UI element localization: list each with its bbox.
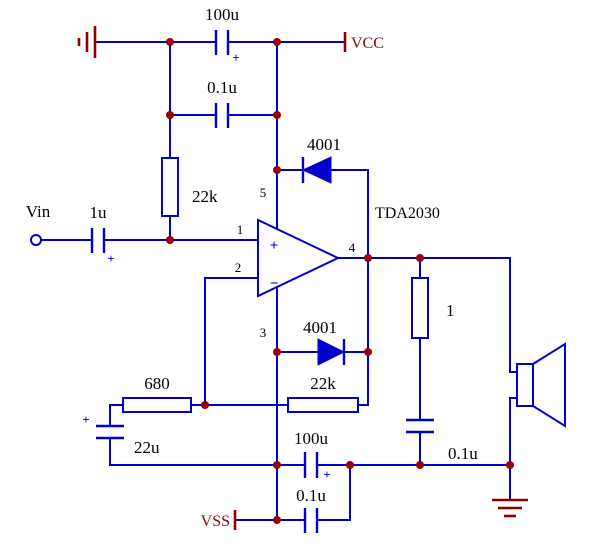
capacitor-vcc-100u: +	[214, 30, 240, 65]
vcc-label: VCC	[351, 35, 384, 52]
capacitor-vcc-01u	[214, 103, 230, 128]
capacitor-vss-100u: +	[303, 452, 331, 482]
label-c-22u: 22u	[134, 438, 160, 457]
opamp-triangle: + −	[257, 218, 341, 298]
label-r-bias-22k: 22k	[192, 187, 218, 206]
pin-4-label: 4	[349, 240, 356, 255]
pin-1-label: 1	[237, 222, 244, 237]
polarity-plus-icon: +	[82, 412, 89, 427]
pin-5-label: 5	[260, 185, 267, 200]
label-c-vcc-01u: 0.1u	[207, 78, 237, 97]
capacitor-input-1u: +	[90, 228, 115, 266]
resistor-feedback-22k	[287, 397, 359, 413]
label-d-top-4001: 4001	[307, 135, 341, 154]
polarity-plus-icon: +	[232, 50, 239, 65]
label-c-zobel-01u: 0.1u	[448, 444, 478, 463]
diode-bottom-4001	[317, 338, 346, 366]
label-r-680: 680	[144, 374, 170, 393]
ground-icon-top	[77, 26, 97, 58]
polarity-plus-icon: +	[323, 467, 330, 482]
label-r-fb-22k: 22k	[310, 374, 336, 393]
label-d-bot-4001: 4001	[303, 318, 337, 337]
ground-icon-bottom	[492, 498, 528, 518]
label-c-vss-01u: 0.1u	[296, 486, 326, 505]
inverting-input-sign: −	[270, 276, 279, 292]
capacitor-vss-01u	[303, 508, 319, 533]
resistor-680	[122, 397, 192, 413]
input-signal-label: Vin	[26, 202, 51, 221]
label-c-vcc-100u: 100u	[205, 5, 240, 24]
capacitor-zobel-01u	[406, 418, 434, 434]
diode-top-4001	[301, 156, 332, 184]
label-c-vss-100u: 100u	[294, 429, 329, 448]
polarity-plus-icon: +	[107, 251, 114, 266]
label-c-in-1u: 1u	[90, 203, 108, 222]
junction-dots	[166, 38, 514, 524]
resistor-output-1	[411, 277, 429, 339]
noninverting-input-sign: +	[270, 238, 279, 254]
vss-label: VSS	[201, 513, 230, 530]
speaker-icon	[516, 342, 566, 428]
input-terminal	[30, 234, 42, 246]
ic-name-label: TDA2030	[375, 205, 440, 222]
pin-2-label: 2	[235, 260, 242, 275]
capacitor-22u: +	[82, 412, 124, 440]
vss-port: VSS	[201, 510, 237, 530]
label-r-out-1: 1	[446, 301, 455, 320]
resistor-bias-22k	[161, 157, 179, 217]
vcc-port: VCC	[343, 32, 384, 52]
pin-3-label: 3	[260, 325, 267, 340]
